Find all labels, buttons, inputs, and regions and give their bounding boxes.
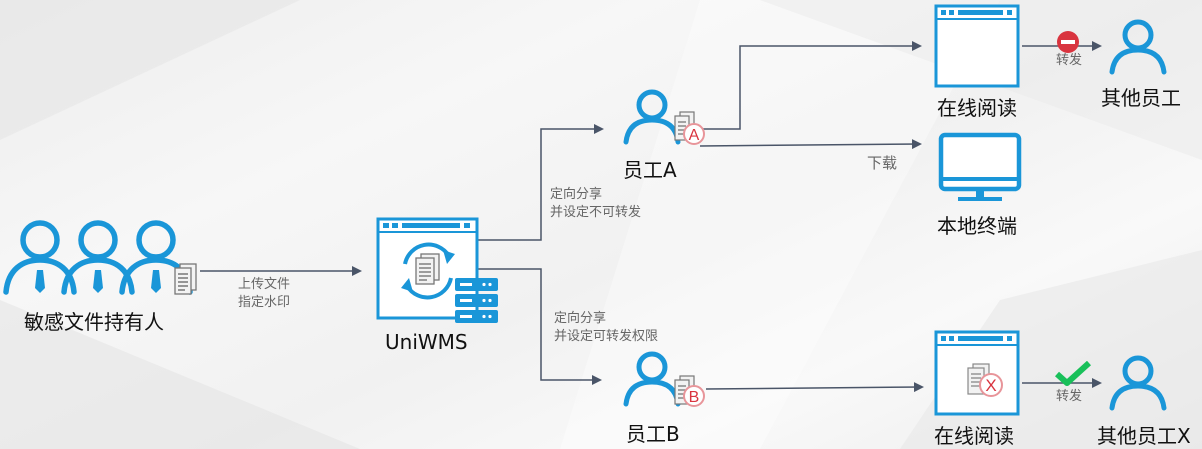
badge-x: X: [985, 376, 996, 395]
employee-b-node: B: [622, 350, 706, 410]
upload-note: 上传文件 指定水印: [238, 276, 290, 312]
share-a-note-line2: 并设定不可转发: [550, 205, 642, 220]
share-b-note-line2: 并设定可转发权限: [554, 329, 659, 344]
online-read-top-node: [934, 4, 1020, 92]
employee-a-node: A: [622, 88, 706, 148]
badge-a: A: [689, 127, 700, 144]
upload-note-line2: 指定水印: [238, 295, 291, 310]
user-icon: [623, 351, 681, 407]
uniwms-node: [375, 216, 505, 328]
sync-window-icon: [376, 217, 479, 320]
user-icon: [1109, 19, 1167, 75]
edge-share-b: [478, 268, 602, 385]
checkmark-icon: [1055, 361, 1091, 386]
upload-note-line1: 上传文件: [238, 277, 291, 292]
browser-window-icon: [934, 4, 1020, 88]
edge-a-online: [700, 41, 922, 130]
online-read-bottom-label: 在线阅读: [934, 424, 1014, 448]
employee-b-label: 员工B: [626, 422, 680, 446]
edge-share-a: [478, 124, 604, 241]
other-employees-label: 其他员工: [1101, 86, 1181, 110]
other-employee-x-node: [1108, 354, 1168, 416]
other-employee-x-label: 其他员工X: [1097, 424, 1191, 448]
owner-node: [0, 218, 210, 298]
document-with-badge-b-icon: B: [674, 375, 705, 407]
share-a-note-line1: 定向分享: [550, 187, 603, 202]
local-terminal-label: 本地终端: [937, 214, 1017, 238]
monitor-icon: [938, 132, 1022, 201]
share-b-note-line1: 定向分享: [554, 311, 607, 326]
user-icon: [623, 89, 681, 145]
other-employees-node: [1108, 18, 1168, 80]
local-terminal-node: [938, 132, 1022, 208]
no-entry-icon: [1057, 31, 1079, 53]
document-icon: [174, 263, 197, 295]
edge-b-online: [705, 382, 924, 393]
owner-label: 敏感文件持有人: [24, 310, 164, 334]
share-b-note: 定向分享 并设定可转发权限: [554, 310, 658, 346]
online-read-bottom-node: X: [934, 330, 1020, 420]
uniwms-label: UniWMS: [385, 330, 468, 354]
online-read-top-label: 在线阅读: [937, 96, 1017, 120]
document-with-badge-a-icon: A: [674, 111, 705, 145]
forward-blocked-label: 转发: [1056, 53, 1083, 68]
edge-a-download: [699, 139, 922, 150]
browser-window-icon: X: [934, 330, 1020, 416]
employee-a-label: 员工A: [623, 158, 677, 182]
server-icon: [455, 278, 498, 323]
share-a-note: 定向分享 并设定不可转发: [550, 186, 641, 222]
forward-allowed-label: 转发: [1056, 389, 1083, 404]
badge-b: B: [689, 389, 700, 406]
user-icon: [1109, 355, 1167, 411]
download-label: 下载: [867, 154, 898, 172]
